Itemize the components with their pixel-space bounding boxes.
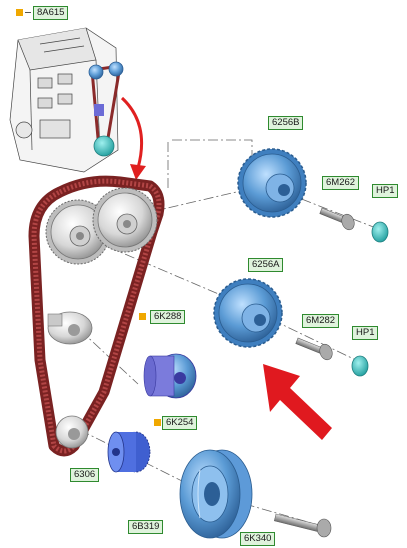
belt-tensioner xyxy=(47,311,93,345)
belt-crank-pulley xyxy=(55,415,89,449)
engine-cam-pulley-1 xyxy=(88,64,104,80)
callout-damper-bolt: 6K340 xyxy=(240,532,276,546)
idler-pulley xyxy=(143,353,197,399)
tensioner-marker xyxy=(139,313,146,320)
timing-belt-teeth xyxy=(31,178,162,454)
belt-cam-sprocket-right xyxy=(92,187,158,253)
idler-marker xyxy=(154,419,161,426)
engine-leader xyxy=(25,12,31,13)
callout-plug-upper: HP1 xyxy=(372,184,399,198)
crank-sprocket xyxy=(107,431,151,473)
damper-pulley xyxy=(179,449,253,539)
red-pointer-arrow xyxy=(263,364,332,440)
engine-block xyxy=(9,27,119,173)
cam-sprocket-lower xyxy=(213,278,283,348)
callout-bolt-lower: 6M282 xyxy=(302,314,340,328)
callout-cam-sprocket-lower: 6256A xyxy=(248,258,284,272)
curved-pointer-arrow xyxy=(120,96,144,169)
bolt-lower xyxy=(295,337,333,361)
bolt-upper xyxy=(319,207,355,231)
damper-bolt xyxy=(274,513,332,538)
callout-bolt-upper: 6M262 xyxy=(322,176,360,190)
engine-crank-pulley xyxy=(93,135,115,157)
callout-tensioner: 6K288 xyxy=(150,310,186,324)
engine-tensioner-mini xyxy=(94,104,104,116)
callout-engine: 8A615 xyxy=(33,6,69,20)
plug-lower xyxy=(351,355,369,377)
callout-idler: 6K254 xyxy=(162,416,198,430)
cam-sprocket-upper xyxy=(237,148,307,218)
engine-cam-pulley-2 xyxy=(108,61,124,77)
callout-crank-sprocket: 6306 xyxy=(70,468,100,482)
curved-pointer-head xyxy=(130,164,146,180)
callout-plug-lower: HP1 xyxy=(352,326,379,340)
engine-marker xyxy=(16,9,23,16)
callout-damper: 6B319 xyxy=(128,520,164,534)
plug-upper xyxy=(371,221,389,243)
callout-cam-sprocket-upper: 6256B xyxy=(268,116,304,130)
